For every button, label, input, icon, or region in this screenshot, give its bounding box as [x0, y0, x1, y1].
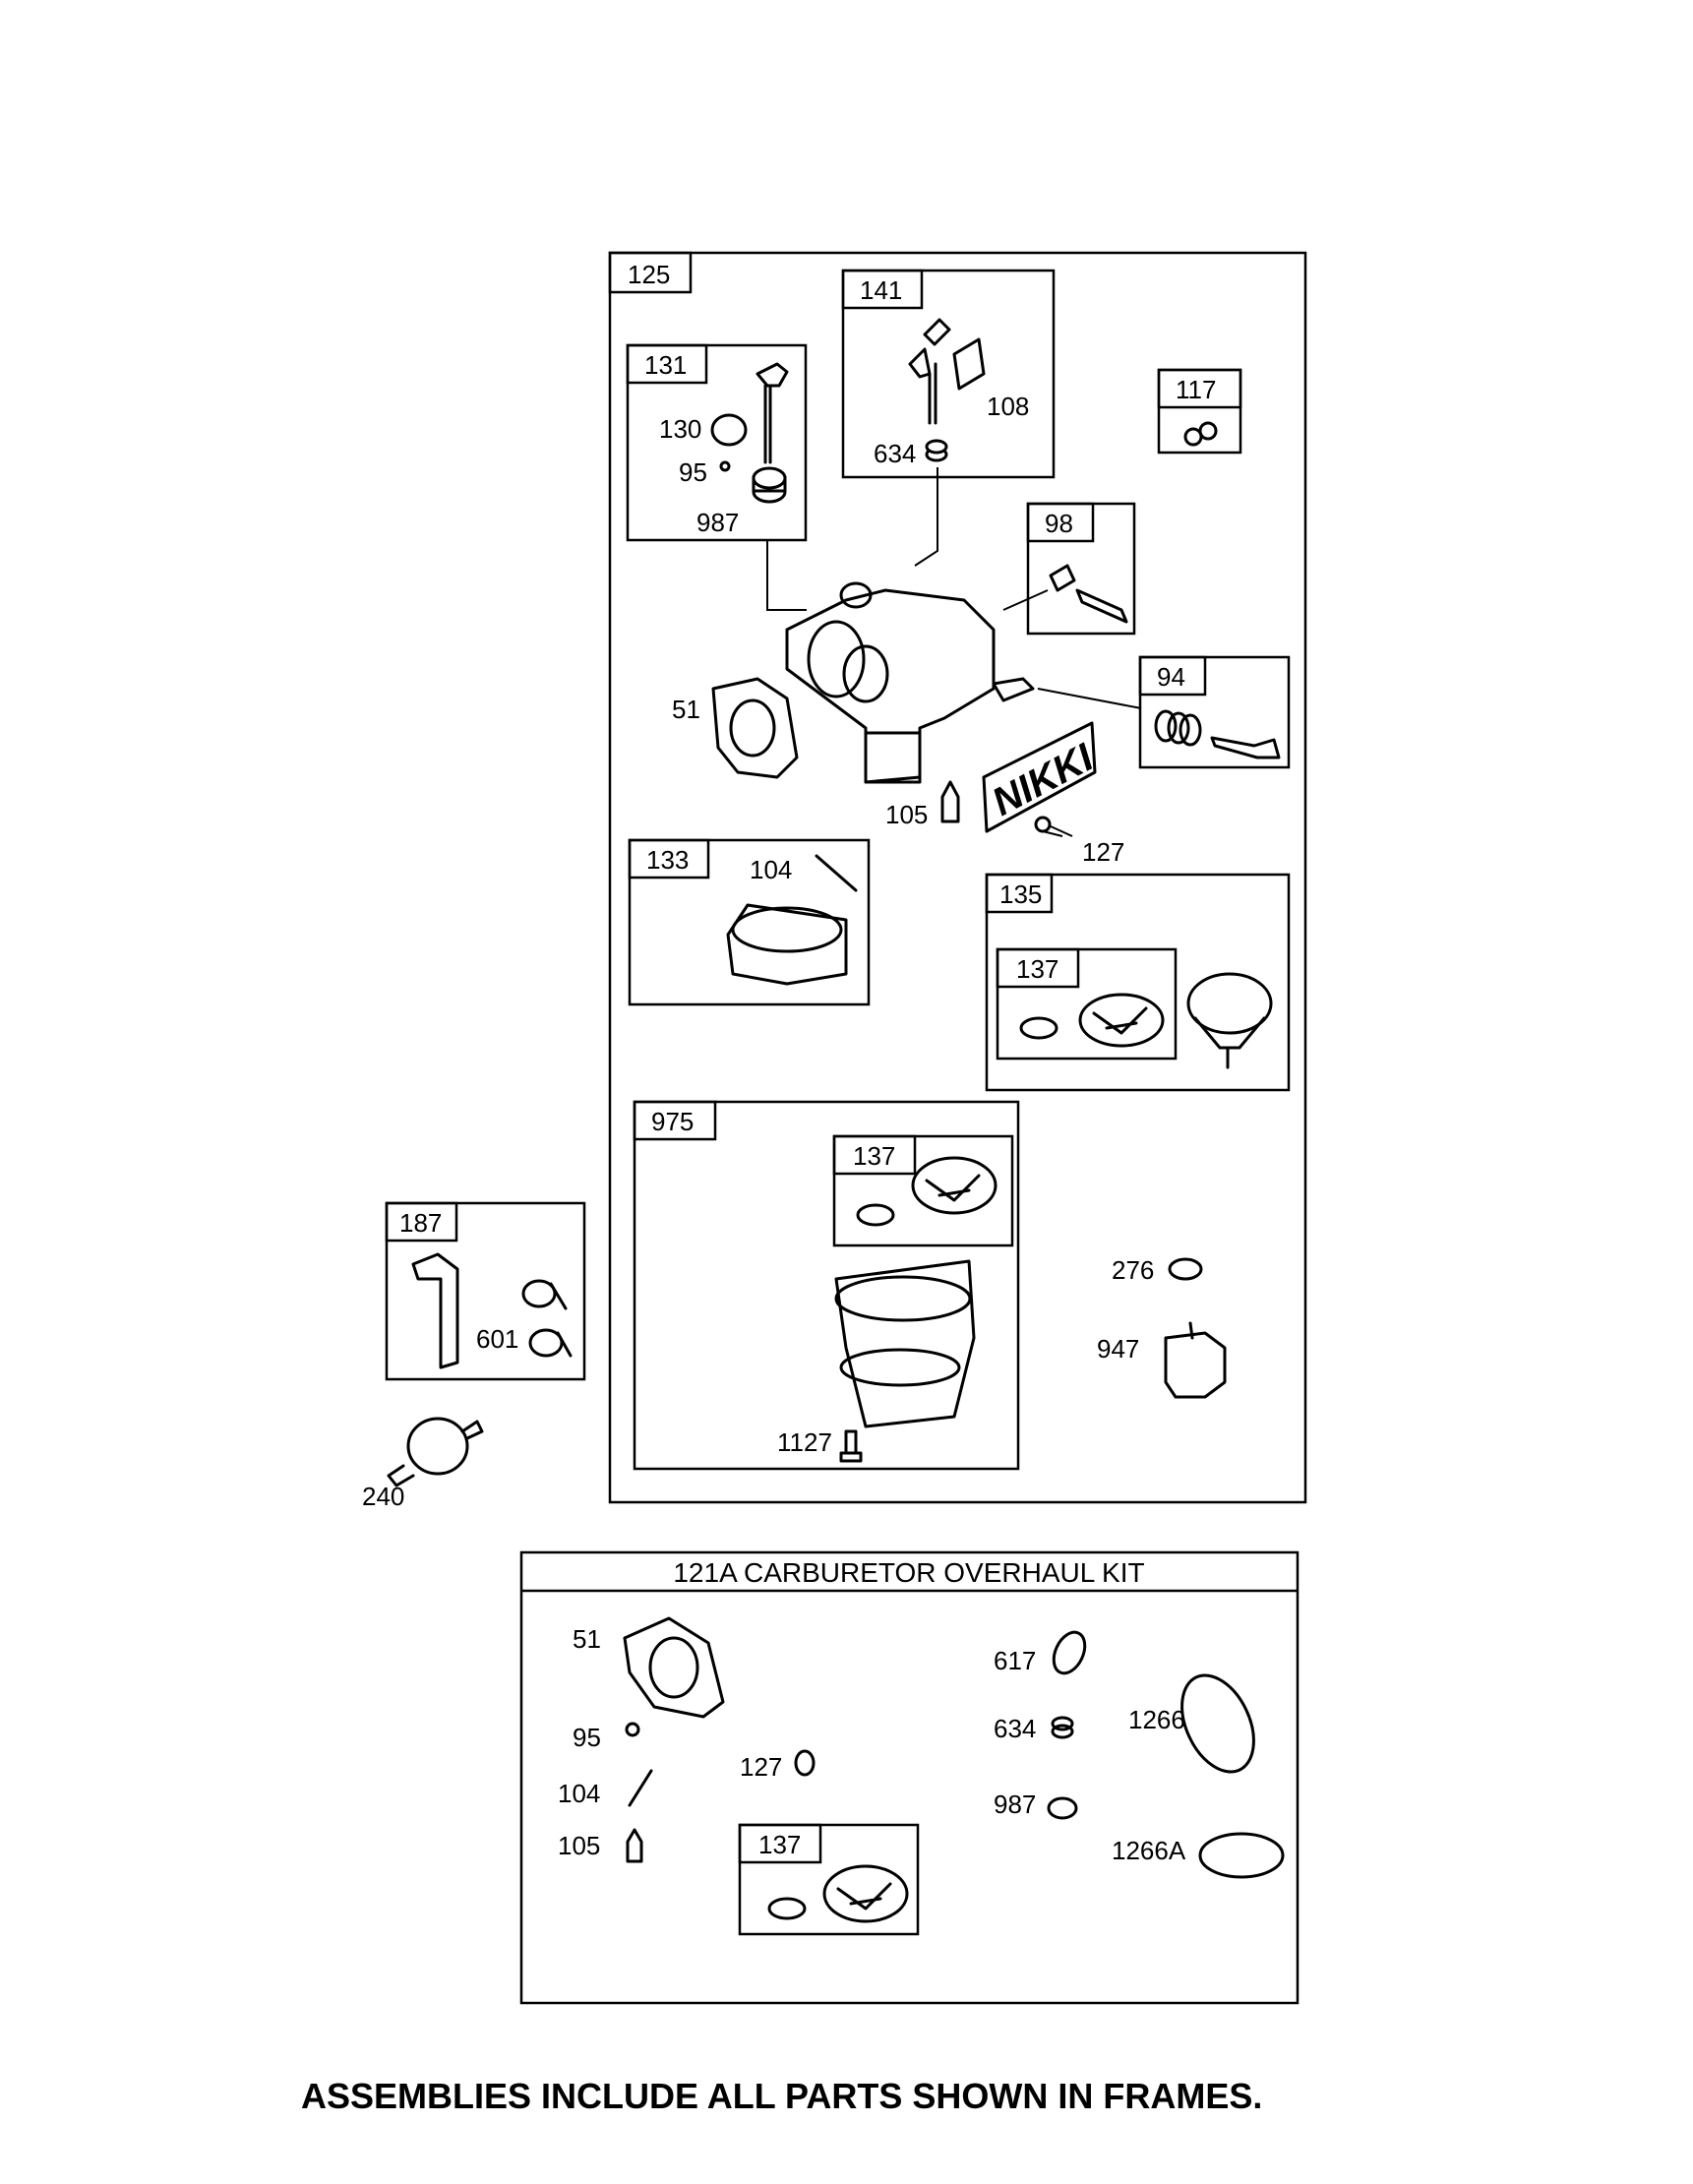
kit-seal-127-part	[794, 1749, 816, 1777]
screw-95-part	[719, 460, 731, 472]
pin-104-part	[815, 854, 858, 892]
frame-98: 98	[1026, 502, 1136, 636]
frame-117: 117	[1157, 368, 1242, 455]
frame-137-kit: 137	[738, 1823, 920, 1936]
label-240: 240	[362, 1482, 404, 1511]
bushing-987-part	[752, 466, 787, 504]
frame-label-137-top: 137	[1016, 954, 1058, 984]
kit-gasket-1266-part	[1180, 1673, 1255, 1774]
kit-bushing-987-part	[1047, 1796, 1078, 1820]
nikki-label: NIKKI	[982, 721, 1101, 833]
seal-634-part	[925, 439, 948, 462]
frame-label-98: 98	[1045, 509, 1073, 538]
kit-label-1266A: 1266A	[1112, 1836, 1186, 1865]
fuel-filter-240-part	[387, 1417, 484, 1487]
gasket-108-part	[952, 337, 986, 391]
kit-pin-104-part	[628, 1769, 653, 1807]
diaphragm-gasket-part	[1078, 993, 1165, 1048]
footer-note: ASSEMBLIES INCLUDE ALL PARTS SHOWN IN FR…	[301, 2076, 1262, 2116]
label-601: 601	[476, 1324, 518, 1354]
kit-o-ring-617-part	[1052, 1630, 1087, 1675]
choke-plate-part	[710, 413, 748, 447]
fuel-line-part	[411, 1252, 459, 1369]
float-bowl-part	[834, 1259, 976, 1428]
diaphragm-gasket-part	[911, 1156, 998, 1215]
gasket-51-part	[711, 677, 799, 779]
throttle-shaft-part	[908, 318, 951, 425]
frame-label-125: 125	[628, 260, 670, 289]
kit-screw-95-part	[625, 1722, 640, 1737]
frame-label-187: 187	[399, 1208, 442, 1238]
label-95: 95	[679, 457, 707, 487]
o-ring-part	[1019, 1016, 1058, 1040]
kit-needle-105-part	[626, 1828, 643, 1863]
kit-gasket-1266A-part	[1198, 1832, 1285, 1879]
mixture-screw-part	[1154, 709, 1281, 759]
kit-label-105: 105	[558, 1831, 600, 1860]
plug-117-part	[1183, 421, 1218, 447]
kit-label-1266: 1266	[1128, 1705, 1185, 1734]
seal-127-part	[1034, 816, 1052, 833]
frame-125: 125	[608, 251, 1307, 1504]
diaphragm-gasket-part	[822, 1864, 909, 1923]
frame-137-middle: 137	[832, 1134, 1014, 1247]
frame-975: 975 137 1127	[633, 1100, 1020, 1471]
o-ring-part	[856, 1203, 895, 1227]
label-130: 130	[659, 414, 701, 444]
label-987: 987	[696, 508, 739, 537]
kit-gasket-51-part	[623, 1616, 725, 1719]
frame-label-137-middle: 137	[853, 1141, 895, 1171]
overhaul-kit-frame: 121A CARBURETOR OVERHAUL KIT 51 95 104 1…	[519, 1550, 1300, 2005]
o-ring-part	[767, 1897, 807, 1920]
frame-label-975: 975	[651, 1107, 694, 1136]
frame-label-117: 117	[1176, 375, 1216, 404]
label-51: 51	[672, 695, 700, 724]
bolt-1127-part	[839, 1429, 863, 1463]
leader-lines	[766, 467, 1142, 837]
frame-133: 133 104	[628, 838, 871, 1006]
kit-label-634: 634	[994, 1714, 1036, 1743]
kit-label-617: 617	[994, 1646, 1036, 1675]
idle-screw-part	[1049, 564, 1128, 624]
kit-label-51: 51	[573, 1624, 601, 1654]
solenoid-947-part	[1164, 1321, 1227, 1399]
frame-137-top: 137	[996, 947, 1178, 1061]
label-634: 634	[874, 439, 916, 468]
label-108: 108	[987, 392, 1029, 421]
kit-label-104: 104	[558, 1779, 600, 1808]
frame-label-141: 141	[860, 275, 902, 305]
frame-label-131: 131	[644, 350, 687, 380]
frame-label-94: 94	[1157, 662, 1185, 692]
frame-94: 94	[1138, 655, 1291, 769]
label-104: 104	[750, 855, 792, 884]
kit-label-987: 987	[994, 1790, 1036, 1819]
label-947: 947	[1097, 1334, 1139, 1364]
frame-141: 141 108 634	[841, 269, 1056, 479]
label-276: 276	[1112, 1255, 1154, 1285]
primer-cup-part	[1186, 972, 1273, 1069]
float-part	[726, 903, 848, 986]
carburetor-body	[785, 581, 1035, 784]
frame-131: 131 130 95 987	[626, 343, 808, 542]
kit-label-95: 95	[573, 1723, 601, 1752]
frame-135: 135 137	[985, 873, 1291, 1092]
label-127: 127	[1082, 837, 1124, 867]
washer-276-part	[1168, 1257, 1203, 1281]
frame-label-137-kit: 137	[758, 1830, 801, 1859]
frame-187: 187 601	[385, 1201, 586, 1381]
kit-title: 121A CARBURETOR OVERHAUL KIT	[673, 1557, 1144, 1588]
kit-label-127: 127	[740, 1752, 782, 1782]
label-105: 105	[885, 800, 928, 829]
needle-105-part	[940, 780, 960, 823]
frame-label-133: 133	[646, 845, 689, 875]
frame-label-135: 135	[999, 880, 1042, 909]
label-1127: 1127	[777, 1427, 832, 1457]
clamp-part	[521, 1279, 573, 1358]
choke-shaft-part	[756, 362, 789, 464]
kit-seal-634-part	[1051, 1716, 1074, 1739]
